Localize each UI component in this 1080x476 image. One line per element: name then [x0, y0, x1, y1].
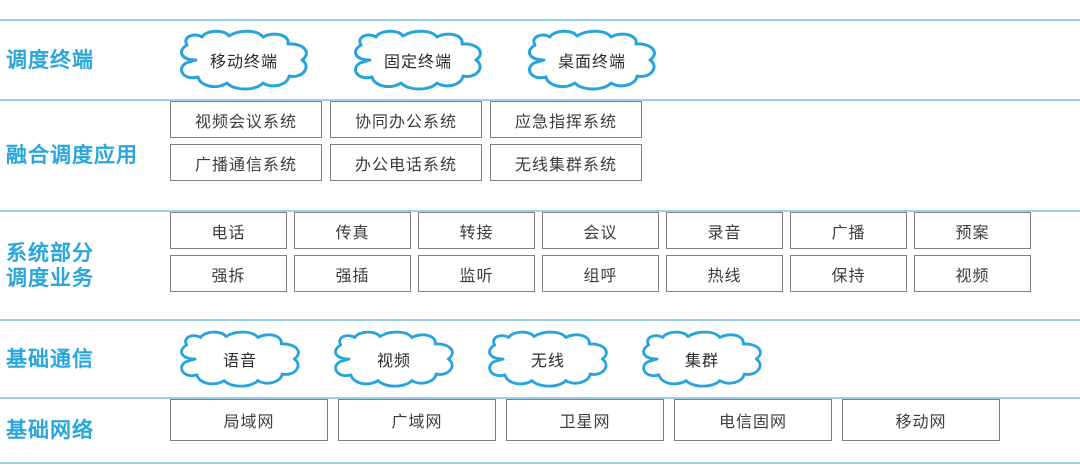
cloud-icon [354, 29, 482, 91]
cloud-icon [334, 330, 454, 388]
box-line: 强拆 强插 监听 组呼 热线 保持 视频 [170, 255, 1080, 292]
box-line: 广播通信系统 办公电话系统 无线集群系统 [170, 144, 1080, 181]
layer-content-network: 局域网 广域网 卫星网 电信固网 移动网 [170, 399, 1080, 462]
layer-content-communication: 语音 视频 无线 [170, 321, 1080, 397]
layer-row-network: 基础网络 局域网 广域网 卫星网 电信固网 移动网 [0, 399, 1080, 462]
box-item-plan[interactable]: 预案 [914, 212, 1031, 249]
separator-application-service [0, 210, 1080, 212]
cloud-item-mobile-terminal[interactable]: 移动终端 [170, 29, 318, 91]
layer-content-terminal: 移动终端 固定终端 桌面终端 [170, 21, 1080, 99]
layer-content-application: 视频会议系统 协同办公系统 应急指挥系统 广播通信系统 办公电话系统 无线集群系… [170, 101, 1080, 210]
layer-content-service: 电话 传真 转接 会议 录音 广播 预案 强拆 强插 监听 组呼 热线 保持 视… [170, 212, 1080, 319]
box-item-broadcast-communication[interactable]: 广播通信系统 [170, 144, 322, 181]
box-grid-service: 电话 传真 转接 会议 录音 广播 预案 强拆 强插 监听 组呼 热线 保持 视… [170, 212, 1080, 292]
cloud-line-communication: 语音 视频 无线 [170, 321, 1080, 397]
cloud-item-voice[interactable]: 语音 [170, 330, 310, 388]
cloud-item-wireless[interactable]: 无线 [478, 330, 618, 388]
box-item-office-telephone[interactable]: 办公电话系统 [330, 144, 482, 181]
cloud-item-desktop-terminal[interactable]: 桌面终端 [518, 29, 666, 91]
box-item-conference[interactable]: 会议 [542, 212, 659, 249]
box-item-broadcast[interactable]: 广播 [790, 212, 907, 249]
separator-service-communication [0, 319, 1080, 321]
box-item-hold[interactable]: 保持 [790, 255, 907, 292]
box-item-telecom-fixed-network[interactable]: 电信固网 [674, 399, 832, 441]
cloud-icon [180, 330, 300, 388]
box-item-collaborative-office[interactable]: 协同办公系统 [330, 101, 482, 138]
box-item-video-conference[interactable]: 视频会议系统 [170, 101, 322, 138]
layer-row-application: 融合调度应用 视频会议系统 协同办公系统 应急指挥系统 广播通信系统 办公电话系… [0, 101, 1080, 210]
cloud-item-trunking[interactable]: 集群 [632, 330, 772, 388]
cloud-item-fixed-terminal[interactable]: 固定终端 [344, 29, 492, 91]
layer-label-terminal: 调度终端 [6, 47, 94, 72]
separator-bottom [0, 462, 1080, 464]
box-item-wireless-trunking[interactable]: 无线集群系统 [490, 144, 642, 181]
cloud-icon [180, 29, 308, 91]
box-line: 电话 传真 转接 会议 录音 广播 预案 [170, 212, 1080, 249]
box-item-emergency-command[interactable]: 应急指挥系统 [490, 101, 642, 138]
box-grid-application: 视频会议系统 协同办公系统 应急指挥系统 广播通信系统 办公电话系统 无线集群系… [170, 101, 1080, 181]
cloud-line-terminal: 移动终端 固定终端 桌面终端 [170, 21, 1080, 99]
layer-label-network: 基础网络 [6, 418, 94, 442]
cloud-icon [488, 330, 608, 388]
box-item-forced-release[interactable]: 强拆 [170, 255, 287, 292]
box-item-telephone[interactable]: 电话 [170, 212, 287, 249]
layer-label-communication: 基础通信 [6, 346, 94, 371]
box-line: 局域网 广域网 卫星网 电信固网 移动网 [170, 399, 1080, 441]
layer-row-service: 系统部分 调度业务 电话 传真 转接 会议 录音 广播 预案 强拆 强插 监听 … [0, 212, 1080, 319]
box-item-recording[interactable]: 录音 [666, 212, 783, 249]
separator-terminal-application [0, 99, 1080, 101]
layer-row-communication: 基础通信 语音 视频 [0, 321, 1080, 397]
separator-communication-network [0, 397, 1080, 399]
box-item-video[interactable]: 视频 [914, 255, 1031, 292]
cloud-icon [642, 330, 762, 388]
cloud-icon [528, 29, 656, 91]
box-item-forced-insert[interactable]: 强插 [294, 255, 411, 292]
layer-row-terminal: 调度终端 移动终端 固定终端 [0, 21, 1080, 99]
separator-top [0, 19, 1080, 21]
layer-label-application: 融合调度应用 [6, 143, 138, 167]
box-item-wan[interactable]: 广域网 [338, 399, 496, 441]
box-item-monitor[interactable]: 监听 [418, 255, 535, 292]
box-grid-network: 局域网 广域网 卫星网 电信固网 移动网 [170, 399, 1080, 441]
box-line: 视频会议系统 协同办公系统 应急指挥系统 [170, 101, 1080, 138]
box-item-mobile-network[interactable]: 移动网 [842, 399, 1000, 441]
box-item-group-call[interactable]: 组呼 [542, 255, 659, 292]
cloud-item-video[interactable]: 视频 [324, 330, 464, 388]
box-item-transfer[interactable]: 转接 [418, 212, 535, 249]
box-item-fax[interactable]: 传真 [294, 212, 411, 249]
layer-label-service: 系统部分 调度业务 [6, 240, 94, 290]
box-item-satellite-network[interactable]: 卫星网 [506, 399, 664, 441]
box-item-lan[interactable]: 局域网 [170, 399, 328, 441]
box-item-hotline[interactable]: 热线 [666, 255, 783, 292]
